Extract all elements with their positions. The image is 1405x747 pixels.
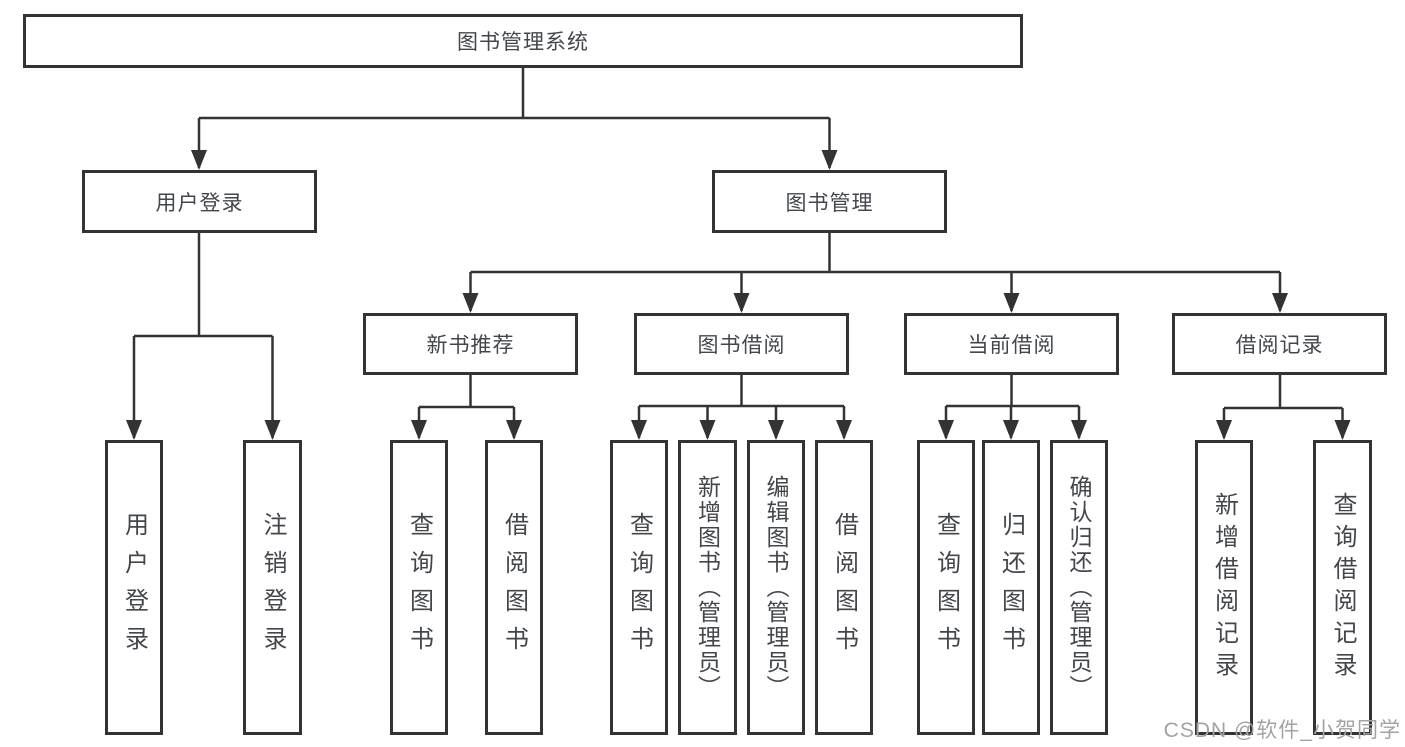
arrowhead bbox=[733, 293, 750, 313]
arrowhead bbox=[462, 293, 479, 313]
node-root: 图书管理系统 bbox=[23, 14, 1023, 68]
leaf-return-book: 归还图书 bbox=[982, 440, 1040, 735]
connector-paths bbox=[132, 68, 1344, 438]
arrowhead bbox=[1071, 420, 1087, 440]
connector-newbookrec-to-leaves bbox=[417, 375, 516, 438]
leaf-add-borrow-record: 新增借阅记录 bbox=[1195, 440, 1253, 735]
node-book-borrow: 图书借阅 bbox=[634, 313, 849, 375]
arrowhead bbox=[768, 420, 784, 440]
arrowhead bbox=[506, 420, 522, 440]
arrowheads bbox=[126, 150, 1351, 440]
leaf-query-borrow-record: 查询借阅记录 bbox=[1313, 440, 1372, 735]
leaf-borrow-book-1: 借阅图书 bbox=[485, 440, 543, 735]
arrowhead bbox=[1003, 293, 1020, 313]
arrowhead bbox=[264, 420, 281, 440]
arrowhead bbox=[191, 150, 207, 170]
connector-borrowrecord-to-leaves bbox=[1222, 375, 1344, 438]
leaf-user-login: 用户登录 bbox=[105, 440, 163, 735]
leaf-logout: 注销登录 bbox=[243, 440, 302, 735]
arrowhead bbox=[821, 150, 838, 170]
arrowhead bbox=[938, 420, 954, 440]
leaf-borrow-book-2: 借阅图书 bbox=[815, 440, 873, 735]
arrowhead bbox=[1272, 293, 1288, 313]
connector-root-to-level2 bbox=[197, 68, 831, 168]
arrowhead bbox=[1003, 420, 1019, 440]
arrowhead bbox=[126, 420, 142, 440]
connector-userlogin-to-leaves bbox=[132, 233, 274, 438]
arrowhead bbox=[411, 420, 427, 440]
leaf-confirm-return-admin: 确认归还（管理员） bbox=[1050, 440, 1108, 735]
leaf-query-book-1: 查询图书 bbox=[390, 440, 448, 735]
arrowhead bbox=[1216, 420, 1232, 440]
watermark: CSDN @软件_小贺同学 bbox=[1163, 719, 1401, 742]
node-user-login: 用户登录 bbox=[82, 170, 317, 233]
arrowhead bbox=[1334, 420, 1351, 440]
node-book-management: 图书管理 bbox=[712, 170, 947, 233]
node-new-book-recommend: 新书推荐 bbox=[363, 313, 578, 375]
leaf-edit-book-admin: 编辑图书（管理员） bbox=[747, 440, 805, 735]
connector-bookmgmt-to-level3 bbox=[469, 233, 1282, 311]
arrowhead bbox=[836, 420, 852, 440]
node-current-borrow: 当前借阅 bbox=[904, 313, 1119, 375]
arrowhead bbox=[699, 420, 716, 440]
leaf-query-book-3: 查询图书 bbox=[917, 440, 975, 735]
connector-bookborrow-to-leaves bbox=[637, 375, 846, 438]
leaf-add-book-admin: 新增图书（管理员） bbox=[678, 440, 737, 735]
arrowhead bbox=[631, 420, 647, 440]
node-borrow-records: 借阅记录 bbox=[1172, 313, 1387, 375]
leaf-query-book-2: 查询图书 bbox=[610, 440, 668, 735]
